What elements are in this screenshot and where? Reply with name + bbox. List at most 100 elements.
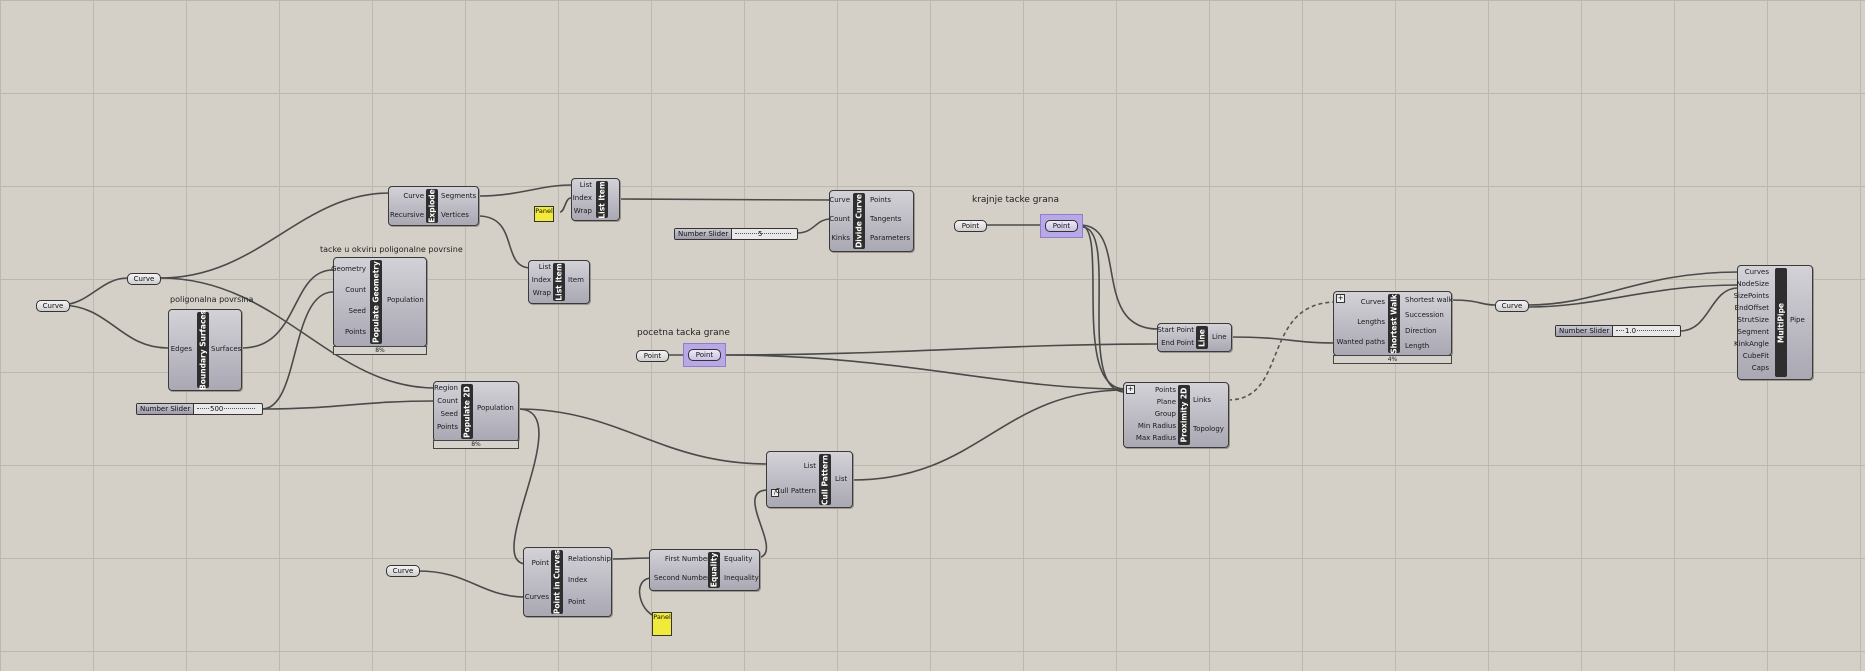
label-pocetna: pocetna tacka grane [637, 328, 730, 338]
wire [59, 304, 169, 349]
output-pipe: Pipe [1790, 316, 1805, 324]
input-group: Group [1154, 410, 1176, 418]
slider-track[interactable] [197, 408, 255, 409]
point-in-curves-component[interactable]: Point Curves Point in Curves Relationshi… [523, 547, 612, 617]
point-param[interactable]: Point [636, 350, 669, 362]
input-first-number: First Number [664, 555, 710, 563]
cull-pattern-component[interactable]: List / Cull Pattern Cull Pattern List [766, 451, 853, 508]
wire [617, 198, 832, 201]
input-sizepoints: SizePoints [1733, 292, 1769, 300]
add-icon[interactable]: + [1126, 385, 1135, 394]
line-component[interactable]: Start Point End Point Line Line [1157, 323, 1232, 352]
wire [851, 389, 1126, 481]
label-krajnje: krajnje tacke grana [972, 195, 1059, 205]
panel[interactable]: Panel [652, 612, 672, 636]
input-kinkangle: KinkAngle [1734, 340, 1769, 348]
output-item: Item [568, 276, 584, 284]
input-count: Count [829, 215, 850, 223]
output-point: Point [568, 598, 586, 606]
component-title-strip: Proximity 2D [1178, 385, 1190, 445]
component-title-strip: Divide Curve [853, 193, 865, 249]
wire [1081, 226, 1126, 393]
wire [417, 570, 528, 598]
wire [1079, 224, 1159, 330]
output-index: Index [568, 576, 588, 584]
component-title-strip: Point in Curves [551, 549, 563, 615]
number-slider[interactable]: Number Slider 1.0 [1555, 325, 1681, 337]
input-second-number: Second Number [653, 574, 710, 582]
progress-bar: 8% [333, 346, 427, 355]
component-title-strip: Populate 2D [461, 384, 473, 439]
number-slider[interactable]: Number Slider 5 [674, 228, 798, 240]
output-parameters: Parameters [870, 234, 911, 242]
curve-param[interactable]: Curve [36, 300, 70, 312]
point-param-selected[interactable]: Point [688, 349, 721, 361]
input-end-point: End Point [1161, 339, 1194, 347]
input-points: Points [1154, 386, 1176, 394]
slider-label: Number Slider [675, 229, 733, 239]
curve-param[interactable]: Curve [1495, 300, 1529, 312]
label-poligonalna: poligonalna povrsina [170, 295, 254, 304]
proximity-2d-component[interactable]: + Points Plane Group Min Radius Max Radi… [1123, 382, 1229, 448]
input-wanted-paths: Wanted paths [1336, 338, 1385, 346]
wire [1527, 271, 1739, 306]
component-title-strip: Line [1196, 326, 1208, 349]
explode-component[interactable]: Curve Recursive Explode Segments Vertice… [388, 186, 479, 226]
equality-component[interactable]: First Number Second Number Equality Equa… [649, 549, 760, 591]
point-param[interactable]: Point [954, 220, 987, 232]
wire [261, 291, 334, 410]
output-tangents: Tangents [870, 215, 902, 223]
output-population: Population [477, 404, 514, 412]
output-segments: Segments [441, 192, 477, 200]
input-nodesize: NodeSize [1736, 280, 1769, 288]
curve-param[interactable]: Curve [127, 273, 161, 285]
input-point: Point [531, 559, 549, 567]
input-index: Index [531, 276, 551, 284]
input-curve: Curve [403, 192, 424, 200]
wire [796, 218, 832, 234]
curve-param[interactable]: Curve [386, 565, 420, 577]
wire [1079, 224, 1126, 390]
divide-curve-component[interactable]: Curve Count Divide Curve Kinks Points Ta… [829, 190, 914, 252]
number-slider[interactable]: Number Slider 500 [136, 403, 263, 415]
input-curve: Curve [829, 196, 850, 204]
wire [477, 184, 572, 197]
point-param-selected[interactable]: Point [1045, 220, 1078, 232]
wire-dashed [1227, 301, 1338, 401]
input-list: List [803, 462, 816, 470]
slider-track[interactable] [1616, 330, 1674, 331]
input-cull-pattern: Cull Pattern [775, 487, 816, 495]
wire [609, 557, 653, 560]
input-wrap: Wrap [573, 207, 592, 215]
wire [1527, 284, 1739, 308]
component-title-strip: Cull Pattern [819, 454, 831, 505]
output-succession: Succession [1405, 311, 1444, 319]
component-title-strip: List Item [596, 180, 608, 219]
input-strutsize: StrutSize [1737, 316, 1769, 324]
output-points: Points [870, 196, 892, 204]
input-curves: Curves [524, 593, 549, 601]
panel[interactable]: Panel [534, 206, 554, 222]
output-length: Length [1405, 342, 1430, 350]
output-links: Links [1193, 396, 1211, 404]
boundary-surfaces-component[interactable]: Edges Boundary Surfaces Surfaces [168, 309, 242, 391]
populate-geometry-component[interactable]: Geometry Count Seed Points Populate Geom… [331, 257, 427, 347]
list-item-component[interactable]: List Index Wrap List Item [571, 178, 620, 221]
add-icon[interactable]: + [1336, 294, 1345, 303]
input-edges: Edges [170, 345, 192, 353]
populate-2d-component[interactable]: Region Count Seed Points Populate 2D Pop… [433, 381, 519, 442]
list-item-component[interactable]: List Index Wrap List Item Item [528, 260, 590, 304]
input-plane: Plane [1156, 398, 1176, 406]
component-title-strip: List Item [553, 263, 565, 301]
input-geometry: Geometry [331, 265, 366, 273]
checkbox-icon[interactable]: / [771, 489, 779, 497]
shortest-walk-component[interactable]: + Curves Lengths Wanted paths Shortest W… [1333, 291, 1453, 356]
component-title-strip: Populate Geometry [370, 260, 382, 344]
input-caps: Caps [1751, 364, 1769, 372]
multipipe-component[interactable]: Curves NodeSize SizePoints EndOffset Str… [1733, 265, 1813, 380]
input-seed: Seed [348, 307, 367, 315]
output-list: List [835, 475, 848, 483]
wire [261, 400, 436, 410]
input-start-point: Start Point [1157, 326, 1194, 334]
slider-track[interactable] [735, 233, 791, 234]
